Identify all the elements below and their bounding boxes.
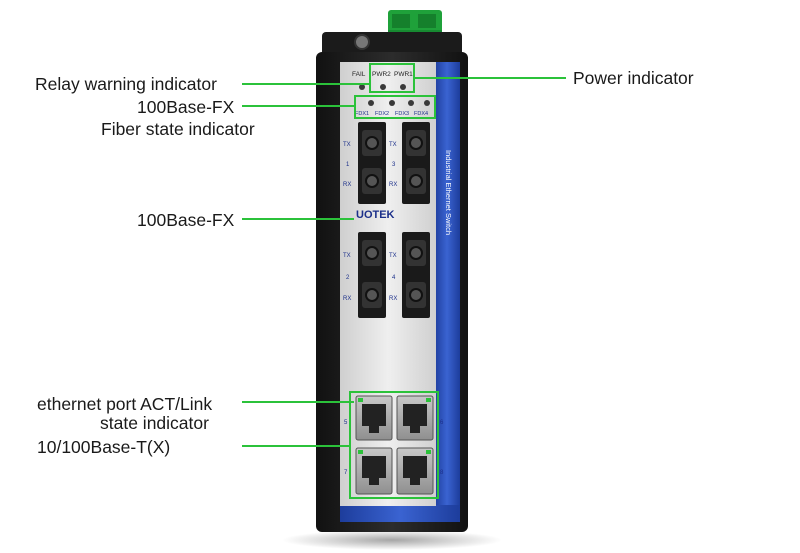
callout-lines — [242, 63, 566, 499]
fiber-ports-lower — [358, 232, 430, 318]
callout-eth-state-line1: ethernet port ACT/Link — [37, 394, 213, 414]
blue-bottom-strip — [340, 505, 460, 522]
callout-eth-port: 10/100Base-T(X) — [37, 437, 171, 457]
rx-label: RX — [389, 182, 397, 188]
top-led-labels: FAIL PWR2 PWR1 — [352, 71, 413, 78]
led-fdx2 — [389, 100, 395, 106]
port-number-1: 1 — [346, 162, 350, 168]
fiber-port-labels-upper: TX 1 RX TX 3 RX — [343, 142, 397, 188]
callout-power: Power indicator — [573, 68, 694, 88]
callout-fx-mid: 100Base-FX — [137, 210, 235, 230]
led-fdx3 — [408, 100, 414, 106]
tx-label: TX — [389, 253, 397, 259]
fiber-ports-upper — [358, 122, 430, 204]
led-label-fail: FAIL — [352, 71, 366, 78]
led-pwr1 — [400, 84, 406, 90]
callout-fx-top-line1: 100Base-FX — [137, 97, 235, 117]
rj45-ports — [355, 395, 434, 495]
led-pwr2 — [380, 84, 386, 90]
rx-label: RX — [343, 182, 351, 188]
tx-label: TX — [343, 253, 351, 259]
led-label-fdx1: FDX1 — [355, 111, 369, 117]
callout-fx-top-line2: Fiber state indicator — [101, 119, 255, 139]
led-fdx4 — [424, 100, 430, 106]
device-shadow — [282, 530, 502, 550]
ground-screw — [354, 34, 370, 50]
callout-relay-warning: Relay warning indicator — [35, 74, 217, 94]
fiber-led-labels: FDX1 FDX2 FDX3 FDX4 — [355, 111, 428, 117]
led-fdx1 — [368, 100, 374, 106]
port-number-7: 7 — [344, 470, 348, 476]
port-number-6: 6 — [440, 420, 444, 426]
led-fail — [359, 84, 365, 90]
fiber-state-box — [354, 95, 436, 119]
led-label-fdx4: FDX4 — [414, 111, 428, 117]
port-number-5: 5 — [344, 420, 348, 426]
port-number-2: 2 — [346, 275, 350, 281]
brand-logo: UOTEK — [356, 209, 395, 221]
tx-label: TX — [343, 142, 351, 148]
port-number-8: 8 — [440, 470, 444, 476]
port-number-3: 3 — [392, 162, 396, 168]
tx-label: TX — [389, 142, 397, 148]
port-number-4: 4 — [392, 275, 396, 281]
fiber-port-labels-lower: TX 2 RX TX 4 RX — [343, 253, 397, 302]
led-label-fdx2: FDX2 — [375, 111, 389, 117]
rj45-port-numbers: 5 6 7 8 — [344, 420, 444, 476]
rx-label: RX — [389, 296, 397, 302]
led-label-fdx3: FDX3 — [395, 111, 409, 117]
device-vertical-text: Industrial Ethernet Switch — [444, 150, 453, 235]
top-leds — [359, 84, 430, 106]
led-label-pwr1: PWR1 — [394, 71, 413, 78]
led-label-pwr2: PWR2 — [372, 71, 391, 78]
callout-eth-state-line2: state indicator — [100, 413, 209, 433]
rx-label: RX — [343, 296, 351, 302]
